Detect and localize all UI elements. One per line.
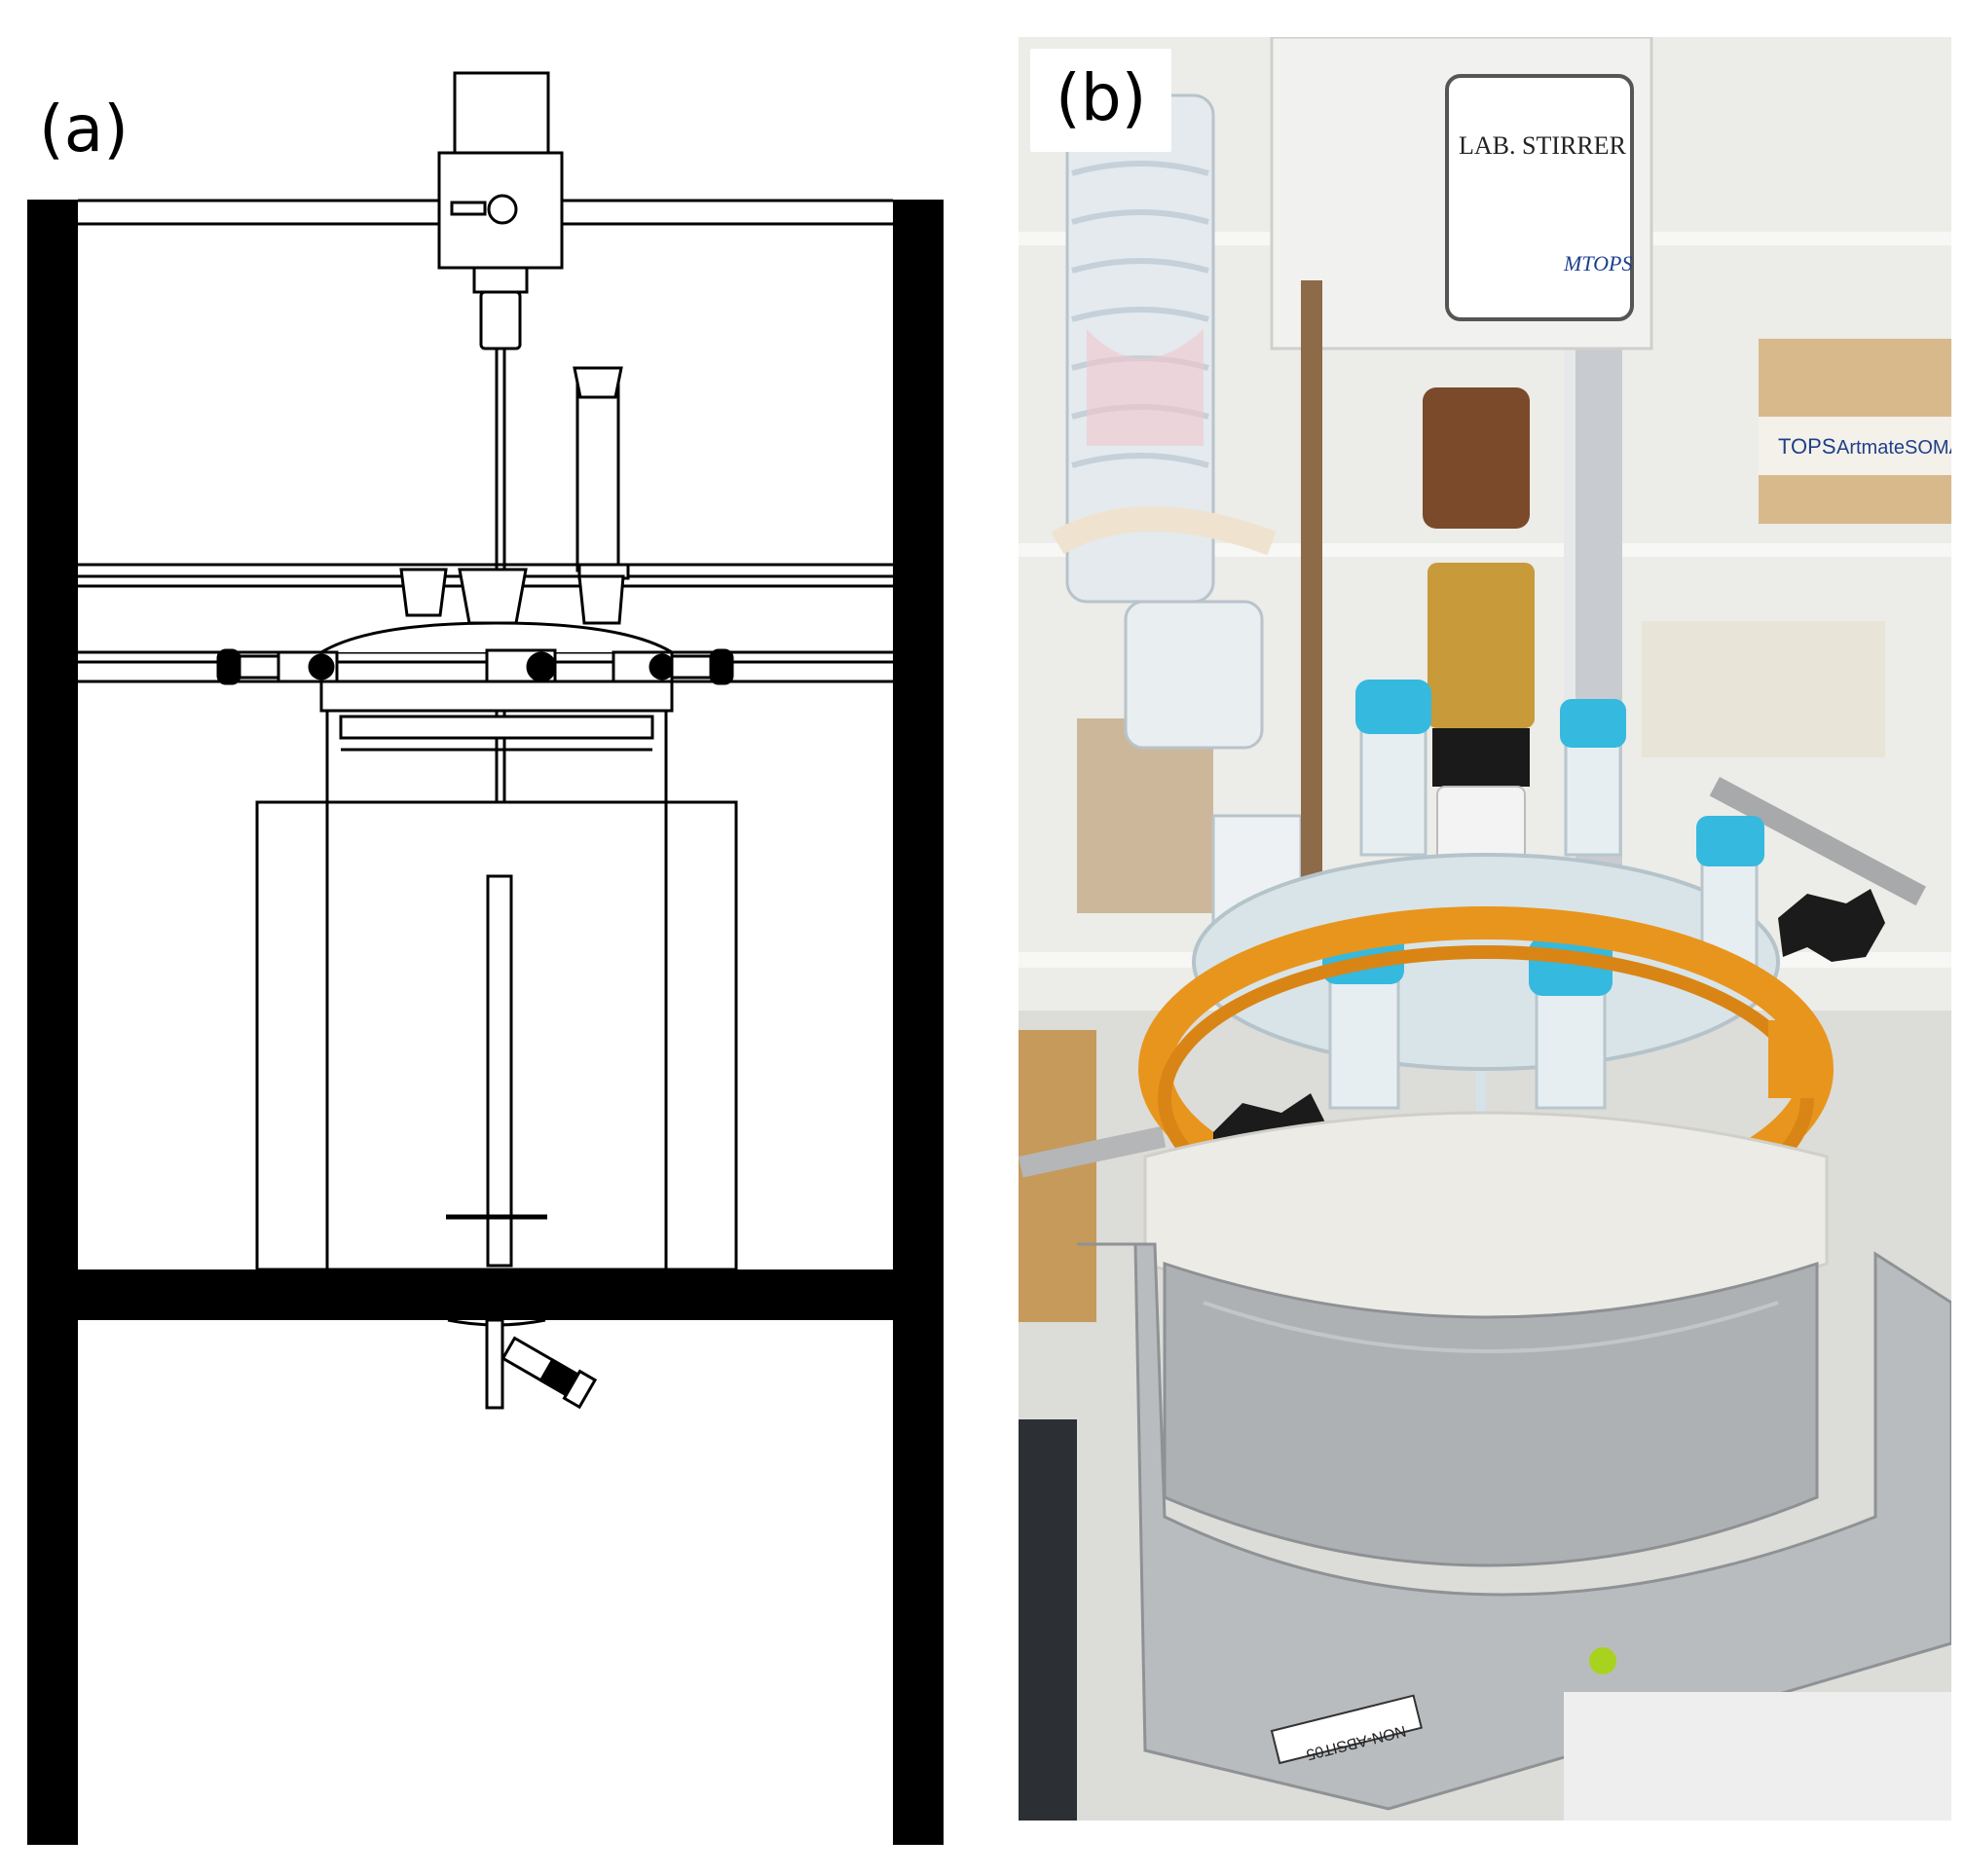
drain-valve [501,1336,598,1410]
lid-neck-left [399,568,448,617]
stopper-back-right [1560,699,1626,857]
panel-label-b: (b) [1030,49,1172,152]
clamp-knob-right [1778,889,1885,962]
lid-clamp-left [216,648,339,685]
frame-right-post [893,200,944,1845]
frame-base-bar [27,1269,944,1320]
lid-clamp-center [485,648,557,685]
stirrer-motor-top [453,71,550,155]
panel-label-a: (a) [39,92,129,166]
box-brand-right: SOMA [1905,437,1951,459]
condenser-tube [575,366,620,572]
drill-chuck [1423,387,1530,529]
schematic-panel [27,71,944,1845]
vessel-body [325,711,668,802]
photo-panel: TOPS Artmate SOMA LAB. STIRRER MTOPS [1019,37,1951,1821]
vessel-flange [319,680,674,713]
stopper-back-left [1355,680,1431,857]
lid-neck-center [458,568,528,625]
frame-left-post [27,200,78,1845]
stirrer-brand-label: LAB. STIRRER [1459,131,1627,160]
box-brand-left: TOPS [1778,434,1836,459]
reactor-schematic [27,71,944,1845]
base-sticker [1270,1694,1423,1765]
brass-coupling [1427,563,1535,728]
support-rod [1301,280,1322,962]
stirrer-motor: LAB. STIRRER MTOPS [1270,37,1653,350]
reactor-lid [320,621,673,654]
base-plate [1077,1242,1951,1811]
stirrer-chuck [472,266,529,294]
green-fitting [1589,1647,1616,1674]
box-brand-mid: Artmate [1836,437,1905,459]
lid-clamp-right [612,648,734,685]
condenser [1051,93,1303,925]
mantle-insulation-silver [1163,1261,1819,1567]
reactor-photo: TOPS Artmate SOMA LAB. STIRRER MTOPS [1019,37,1951,1821]
stirrer-brand-sublabel: MTOPS [1563,251,1633,276]
